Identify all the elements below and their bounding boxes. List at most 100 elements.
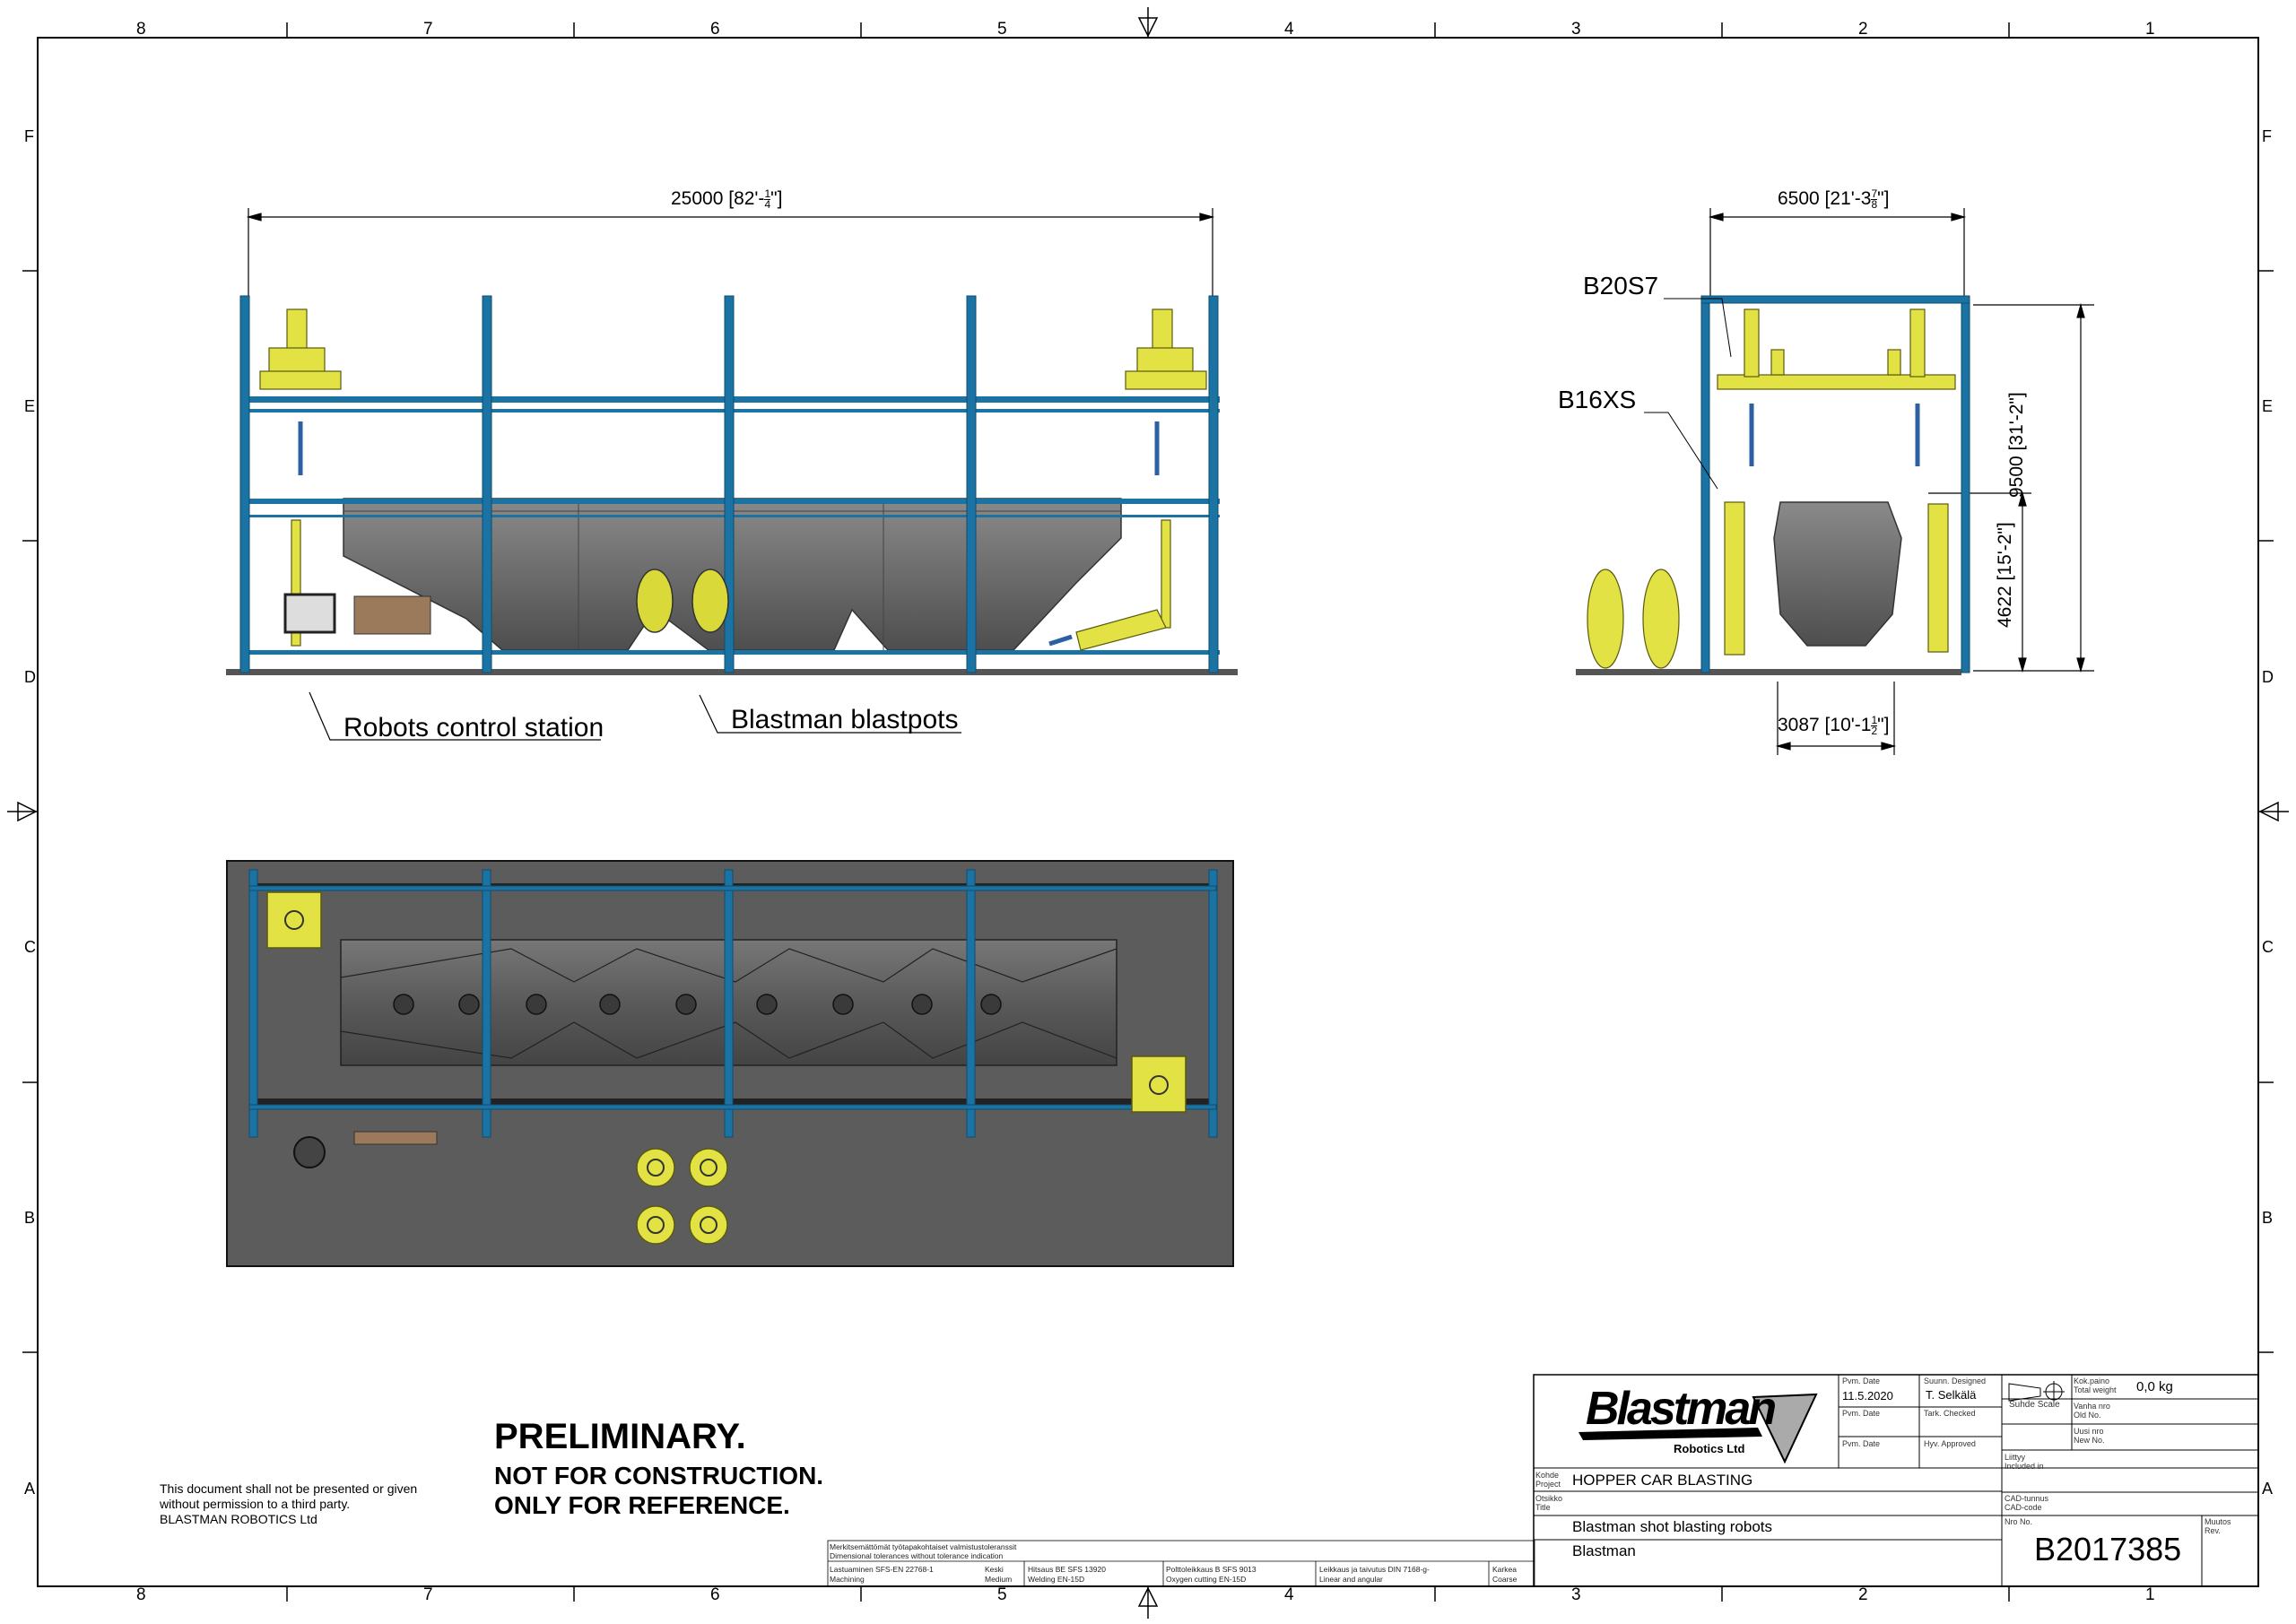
label-cad-fi: CAD-tunnus <box>2005 1494 2049 1503</box>
label-drawing-no: Nro No. <box>2005 1517 2033 1526</box>
label-cad-en: CAD-code <box>2005 1503 2042 1512</box>
zone-row-e-left: E <box>24 397 36 415</box>
label-included-fi: Liittyy <box>2005 1453 2026 1462</box>
dim-end-width-frac-den: 8 <box>1871 197 1878 211</box>
value-weight: 0,0 kg <box>2136 1379 2173 1394</box>
value-drawing-number: B2017385 <box>2034 1531 2182 1568</box>
zone-col-1-bottom: 1 <box>2145 1585 2155 1604</box>
label-title-en: Title <box>1535 1503 1551 1512</box>
title-block <box>1533 1374 2259 1587</box>
zone-row-f-left: F <box>24 127 34 145</box>
label-title-fi: Otsikko <box>1535 1494 1563 1503</box>
standards-block <box>827 1540 1535 1587</box>
std-oxygen-fi: Polttoleikkaus B SFS 9013 <box>1166 1565 1257 1574</box>
disclaimer-line-2: without permission to a third party. <box>160 1497 351 1511</box>
std-coarse-en: Coarse <box>1492 1575 1518 1584</box>
dim-total-height-text: 9500 [31'-2"] <box>2006 392 2027 498</box>
dim-car-width-value: 3087 [10'-1 <box>1778 715 1872 735</box>
label-included-en: Included in <box>2005 1462 2044 1471</box>
robot-tag-b16xs: B16XS <box>1558 386 1637 413</box>
label-date-2: Pvm. Date <box>1842 1409 1881 1418</box>
std-line-1: Merkitsemättömät työtapakohtaiset valmis… <box>830 1542 1017 1551</box>
dim-end-width-value: 6500 [21'-3 <box>1778 188 1872 209</box>
end-view <box>1576 208 2094 755</box>
zone-col-1-top: 1 <box>2145 20 2155 39</box>
value-date: 11.5.2020 <box>1842 1389 1893 1403</box>
zone-row-f-right: F <box>2262 127 2272 145</box>
label-designed: Suunn. Designed <box>1924 1376 1987 1385</box>
side-view <box>226 208 1238 741</box>
dim-overall-length-value: 25000 [82'- <box>671 188 765 209</box>
label-project-fi: Kohde <box>1535 1471 1560 1480</box>
std-medium-fi: Keski <box>985 1565 1004 1574</box>
std-line-2: Dimensional tolerances without tolerance… <box>830 1551 1004 1560</box>
zone-row-d-left: D <box>24 668 36 686</box>
company-logo-sub: Robotics Ltd <box>1674 1442 1745 1455</box>
std-medium-en: Medium <box>985 1575 1013 1584</box>
zone-col-8-top: 8 <box>136 20 146 39</box>
std-machining-fi: Lastuaminen SFS-EN 22768-1 <box>830 1565 934 1574</box>
label-approved: Hyv. Approved <box>1924 1439 1976 1448</box>
dim-car-width-frac-num: 1 <box>1871 713 1878 726</box>
dim-car-height-text: 4622 [15'-2"] <box>1995 522 2015 628</box>
dim-end-width-frac-num: 7 <box>1871 187 1878 200</box>
dim-overall-length-end: "] <box>770 188 783 209</box>
notice-only-for-reference: ONLY FOR REFERENCE. <box>494 1491 790 1519</box>
zone-col-3-bottom: 3 <box>1571 1585 1581 1604</box>
zone-col-7-bottom: 7 <box>423 1585 433 1604</box>
zone-row-b-left: B <box>24 1209 36 1227</box>
disclaimer-line-3: BLASTMAN ROBOTICS Ltd <box>160 1512 317 1526</box>
zone-col-5-bottom: 5 <box>997 1585 1007 1604</box>
zone-row-a-left: A <box>24 1480 36 1498</box>
zone-col-6-bottom: 6 <box>710 1585 720 1604</box>
label-new-no-en: New No. <box>2074 1436 2105 1445</box>
dim-overall-length-frac-num: 1 <box>764 187 771 200</box>
std-linear-fi: Leikkaus ja taivutus DIN 7168-g- <box>1319 1565 1430 1574</box>
zone-col-8-bottom: 8 <box>136 1585 146 1604</box>
callout-control-station: Robots control station <box>344 713 604 743</box>
std-machining-en: Machining <box>830 1575 865 1584</box>
zone-col-4-top: 4 <box>1284 20 1294 39</box>
label-project-en: Project <box>1535 1480 1561 1489</box>
label-weight-en: Total weight <box>2074 1385 2117 1394</box>
label-date-3: Pvm. Date <box>1842 1439 1881 1448</box>
label-old-no-fi: Vanha nro <box>2074 1402 2110 1411</box>
label-scale: Suhde Scale <box>2009 1400 2060 1410</box>
label-new-no-fi: Uusi nro <box>2074 1427 2104 1436</box>
label-rev-fi: Muutos <box>2205 1517 2231 1526</box>
robot-tag-b20s7: B20S7 <box>1583 272 1659 300</box>
zone-col-2-bottom: 2 <box>1858 1585 1868 1604</box>
label-date: Pvm. Date <box>1842 1376 1881 1385</box>
label-checked: Tark. Checked <box>1924 1409 1976 1418</box>
zone-col-7-top: 7 <box>423 20 433 39</box>
zone-row-e-right: E <box>2262 397 2274 415</box>
notice-preliminary: PRELIMINARY. <box>494 1417 746 1456</box>
zone-col-6-top: 6 <box>710 20 720 39</box>
logo-mark <box>1578 1393 1818 1464</box>
label-rev-en: Rev. <box>2205 1526 2221 1535</box>
std-oxygen-en: Oxygen cutting EN-15D <box>1166 1575 1247 1584</box>
zone-row-b-right: B <box>2262 1209 2274 1227</box>
zone-row-c-right: C <box>2262 938 2274 956</box>
std-coarse-fi: Karkea <box>1492 1565 1517 1574</box>
dim-overall-length-frac-den: 4 <box>764 197 771 211</box>
value-title-1: Blastman shot blasting robots <box>1572 1518 1773 1535</box>
label-weight-fi: Kok.paino <box>2074 1376 2110 1385</box>
disclaimer: This document shall not be presented or … <box>160 1481 417 1527</box>
dim-car-width-end: "] <box>1877 715 1890 735</box>
value-project: HOPPER CAR BLASTING <box>1572 1472 1753 1489</box>
company-logo: Blastman <box>1586 1383 1777 1435</box>
company-logo-text: Blastman <box>1586 1383 1777 1435</box>
top-view <box>226 860 1234 1267</box>
zone-col-2-top: 2 <box>1858 20 1868 39</box>
zone-col-3-top: 3 <box>1571 20 1581 39</box>
dim-car-width-frac-den: 2 <box>1871 724 1878 737</box>
std-welding-en: Welding EN-15D <box>1028 1575 1085 1584</box>
zone-row-a-right: A <box>2262 1480 2274 1498</box>
value-title-2: Blastman <box>1572 1542 1636 1559</box>
zone-row-c-left: C <box>24 938 36 956</box>
